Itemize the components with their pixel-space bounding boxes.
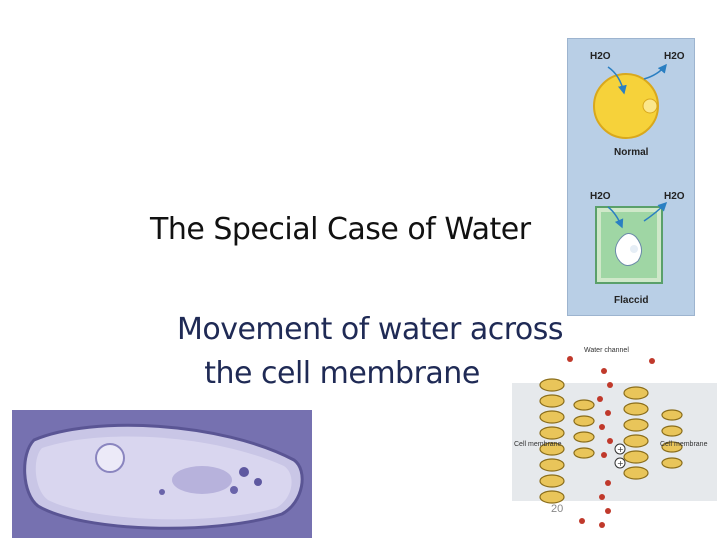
flaccid-vacuole — [614, 233, 642, 266]
flaccid-water-in-arrow — [607, 206, 624, 229]
water-out-arrow — [643, 63, 667, 80]
flaccid-label: Flaccid — [614, 295, 649, 306]
h2o-label-top-right: H2O — [664, 51, 685, 62]
paramecium-drawing — [12, 410, 312, 538]
slide-subtitle: Movement of water across the cell membra… — [140, 308, 600, 396]
water-channel-drawing: + + — [512, 356, 717, 528]
paramecium-photo — [12, 410, 312, 538]
water-in-arrow — [607, 66, 627, 95]
cell-membrane-right-label: Cell membrane — [660, 441, 708, 448]
normal-cell-nucleus — [642, 98, 658, 114]
slide-title: The Special Case of Water — [150, 212, 531, 247]
water-channel-label: Water channel — [584, 347, 629, 354]
subtitle-line-2: the cell membrane — [204, 356, 480, 391]
left-protein-helices — [539, 378, 595, 504]
h2o-label-bottom-right: H2O — [664, 191, 685, 202]
water-channel-figure: + + Water channel Cell membrane Cell mem… — [512, 345, 717, 537]
cell-membrane-left-label: Cell membrane — [514, 441, 562, 448]
normal-cell — [593, 73, 659, 139]
subtitle-line-1: Movement of water across — [176, 312, 564, 347]
h2o-label-bottom-left: H2O — [590, 191, 611, 202]
svg-text:+: + — [617, 445, 624, 454]
water-molecules — [567, 356, 655, 528]
osmosis-drawing — [593, 63, 668, 284]
svg-text:+: + — [617, 459, 624, 468]
page-number: 20 — [551, 503, 564, 515]
h2o-label-top-left: H2O — [590, 51, 611, 62]
osmosis-figure: H2O H2O Normal H2O H2O Flaccid — [567, 38, 695, 316]
normal-label: Normal — [614, 147, 649, 158]
right-protein-helices — [623, 386, 683, 480]
paramecium-vacuole — [95, 443, 125, 473]
flaccid-water-out-arrow — [643, 201, 668, 222]
